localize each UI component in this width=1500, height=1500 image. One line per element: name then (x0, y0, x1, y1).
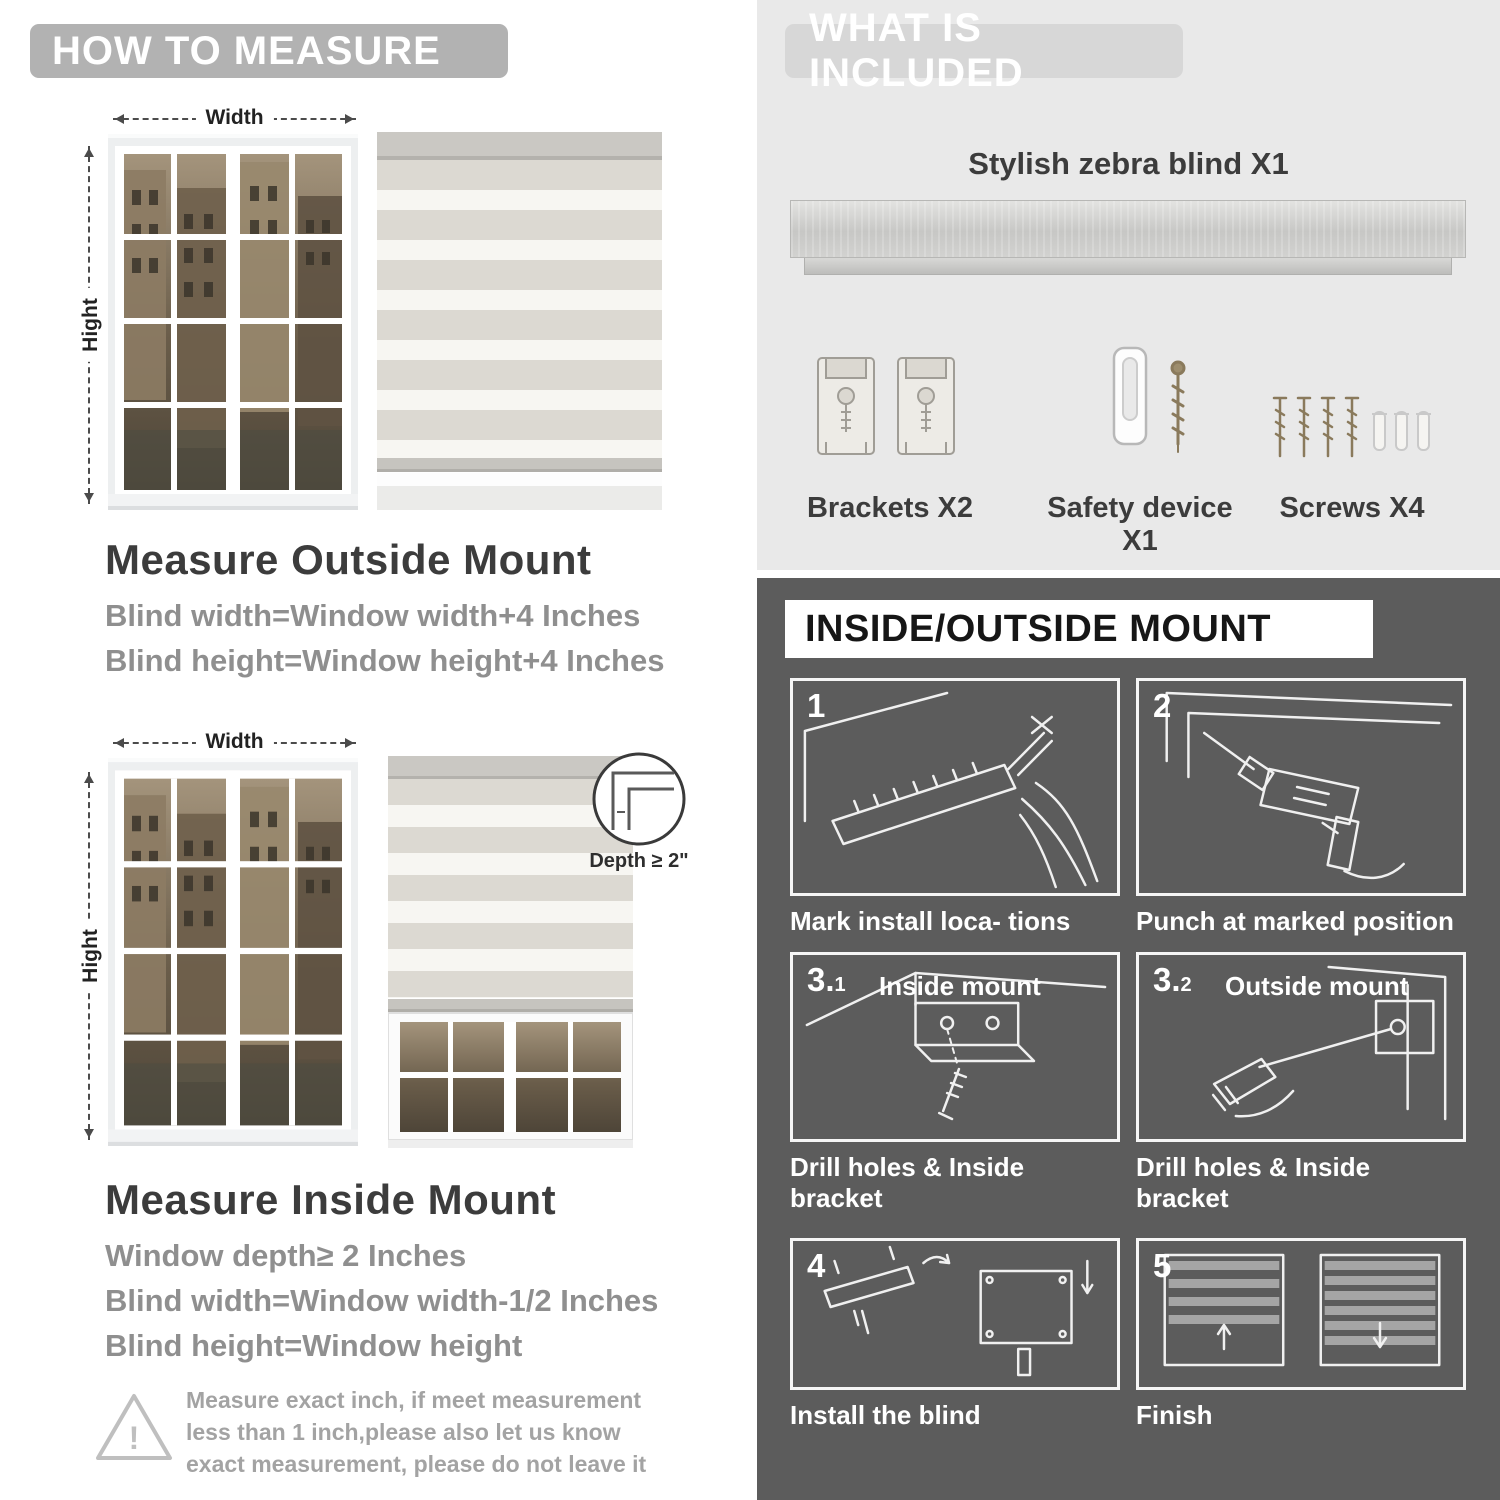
step-5: 5 Finish (1136, 1238, 1466, 1431)
mount-section-header: INSIDE/OUTSIDE MOUNT (785, 600, 1373, 658)
zebra-blind-outside-illustration (377, 132, 662, 510)
height-arrow: Hight (79, 772, 103, 1140)
finish-illustration (1163, 1253, 1441, 1367)
depth-label: Depth ≥ 2" (589, 850, 689, 872)
inside-mount-rule-depth: Window depth≥ 2 Inches (105, 1238, 467, 1273)
mark-locations-illustration (803, 691, 1099, 889)
step-number: 3.2 (1153, 961, 1192, 998)
step-caption: Drill holes & Inside bracket (1136, 1152, 1371, 1213)
step-caption: Punch at marked position (1136, 906, 1454, 936)
screws-icon (1272, 396, 1431, 458)
step-number: 1 (807, 687, 826, 724)
drill-illustration (1165, 691, 1453, 880)
step-caption: Finish (1136, 1400, 1213, 1430)
width-label: Width (195, 106, 274, 130)
step-caption: Drill holes & Inside bracket (790, 1152, 1025, 1213)
inside-bracket-illustration (805, 971, 1107, 1121)
step-2: 2 Punch at marked position (1136, 678, 1466, 937)
safety-device-label: Safety device X1 (1047, 492, 1233, 557)
outside-mount-rule-width: Blind width=Window width+4 Inches (105, 598, 641, 633)
height-label: Hight (79, 919, 103, 993)
width-arrow: Width (113, 730, 356, 754)
how-to-measure-header: HOW TO MEASURE (30, 24, 508, 78)
inside-mount-rule-width: Blind width=Window width-1/2 Inches (105, 1283, 659, 1318)
measure-note: Measure exact inch, if meet measurement … (186, 1387, 647, 1478)
step-caption: Mark install loca- tions (790, 906, 1071, 936)
step-number: 5 (1153, 1247, 1172, 1284)
outside-mount-heading: Measure Outside Mount (105, 536, 592, 583)
svg-text:!: ! (129, 1420, 140, 1456)
step-caption: Install the blind (790, 1400, 981, 1430)
brackets-icon (817, 357, 955, 455)
step-title: Outside mount (1225, 971, 1409, 1001)
step-3-1: 3.1 Inside mount Drill holes & Inside br… (790, 952, 1120, 1214)
step-1: 1 Mark install loca- tions (790, 678, 1120, 937)
inside-mount-rule-height: Blind height=Window height (105, 1328, 523, 1363)
screws-label: Screws X4 (1279, 492, 1425, 524)
step-3-2: 3.2 Outside mount Drill holes & Inside b… (1136, 952, 1466, 1214)
step-number: 2 (1153, 687, 1172, 724)
width-arrow: Width (113, 106, 356, 130)
zebra-blind-headrail-illustration (790, 200, 1466, 275)
warning-icon: ! (96, 1394, 172, 1460)
window-illustration (108, 134, 358, 510)
brackets-label: Brackets X2 (806, 492, 974, 524)
inside-mount-heading: Measure Inside Mount (105, 1176, 557, 1223)
depth-detail-magnifier-icon (592, 752, 686, 846)
height-label: Hight (79, 288, 103, 362)
step-4: 4 Install the blind (790, 1238, 1120, 1431)
outside-bracket-illustration (1211, 965, 1447, 1121)
install-blind-illustration (823, 1245, 1094, 1377)
what-is-included-section (757, 0, 1500, 570)
outside-mount-rule-height: Blind height=Window height+4 Inches (105, 643, 665, 678)
safety-device-icon (1112, 346, 1186, 453)
width-label: Width (195, 730, 274, 754)
step-number: 3.1 (807, 961, 846, 998)
what-is-included-header: WHAT IS INCLUDED (785, 6, 1183, 95)
height-arrow: Hight (79, 146, 103, 504)
blind-item-label: Stylish zebra blind X1 (968, 146, 1289, 181)
step-number: 4 (807, 1247, 826, 1284)
window-illustration (108, 758, 358, 1146)
step-title: Inside mount (879, 971, 1041, 1001)
